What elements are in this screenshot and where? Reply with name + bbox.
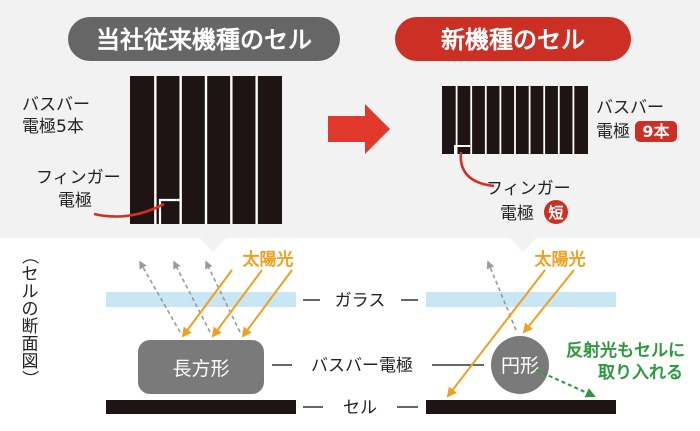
cell-right	[426, 400, 616, 414]
rectangular-busbar	[138, 340, 264, 394]
old-model-header	[68, 17, 340, 61]
side-label-char: 図	[22, 352, 39, 372]
sun-ray-left-3	[241, 269, 293, 338]
busbar-label: バスバー電極	[311, 356, 413, 376]
new-finger-electrode	[454, 145, 470, 154]
side-label-char: ル	[22, 282, 39, 302]
reflected-ray-right	[486, 260, 517, 331]
pointer-right	[508, 236, 538, 252]
sun-ray-left-2	[211, 269, 263, 338]
new-busbars	[455, 86, 575, 154]
new-busbar-label-line1: バスバー	[596, 98, 664, 118]
rectangular-busbar-label: 長方形	[172, 358, 229, 380]
pointer-left	[198, 236, 228, 252]
new-finger-label-line1: フィンガー	[486, 179, 571, 199]
side-label-char: ）	[19, 370, 39, 387]
new-busbar-label-line2: 電極	[596, 122, 630, 142]
reflected-ray-3	[205, 260, 241, 333]
old-busbar-label-line1: バスバー	[22, 95, 90, 115]
old-model-title: 当社従来機種のセル	[96, 26, 312, 54]
new-finger-pointer	[459, 151, 495, 188]
busbar-count-badge-text: 9本	[642, 122, 669, 141]
cell-left	[106, 400, 296, 414]
glass-left	[106, 292, 296, 307]
round-busbar	[491, 336, 549, 394]
new-model-title: 新機種のセル	[441, 26, 585, 54]
short-badge	[544, 200, 568, 224]
bottom-panel	[0, 238, 700, 431]
side-label-char: （	[19, 248, 39, 265]
glass-right	[426, 292, 616, 307]
sun-ray-right-2	[522, 269, 575, 334]
transition-arrow	[328, 104, 390, 154]
sun-ray-right-1	[446, 269, 546, 398]
round-busbar-label: 円形	[501, 355, 539, 377]
new-model-header	[395, 17, 631, 61]
old-finger-label-line2: 電極	[58, 191, 92, 211]
cell-label: セル	[343, 398, 377, 418]
sunlight-label-right: 太陽光	[535, 249, 586, 270]
reflection-note-line2: 取り入れる	[598, 363, 683, 383]
side-label-char: 断	[22, 317, 39, 337]
glass-label: ガラス	[335, 291, 386, 311]
sunlight-label-left: 太陽光	[243, 249, 294, 270]
busbar-count-badge	[635, 121, 677, 142]
sun-ray-left-1	[181, 269, 233, 338]
side-label-char: の	[22, 300, 39, 320]
new-cell-panel	[442, 86, 588, 154]
new-finger-label-line2: 電極	[500, 204, 534, 224]
reflection-note-line1: 反射光もセルに	[566, 340, 685, 361]
old-finger-pointer	[93, 202, 165, 218]
reflected-ray-2	[173, 260, 211, 333]
side-label-char: セ	[22, 265, 39, 285]
old-cell-panel	[130, 76, 282, 224]
old-finger-electrode	[158, 198, 182, 224]
old-busbar-label-line2: 電極5本	[22, 117, 84, 137]
old-finger-label-line1: フィンガー	[36, 168, 121, 188]
side-label-char: 面	[22, 335, 39, 355]
reflected-ray-green	[535, 369, 596, 398]
short-badge-text: 短	[548, 204, 563, 222]
